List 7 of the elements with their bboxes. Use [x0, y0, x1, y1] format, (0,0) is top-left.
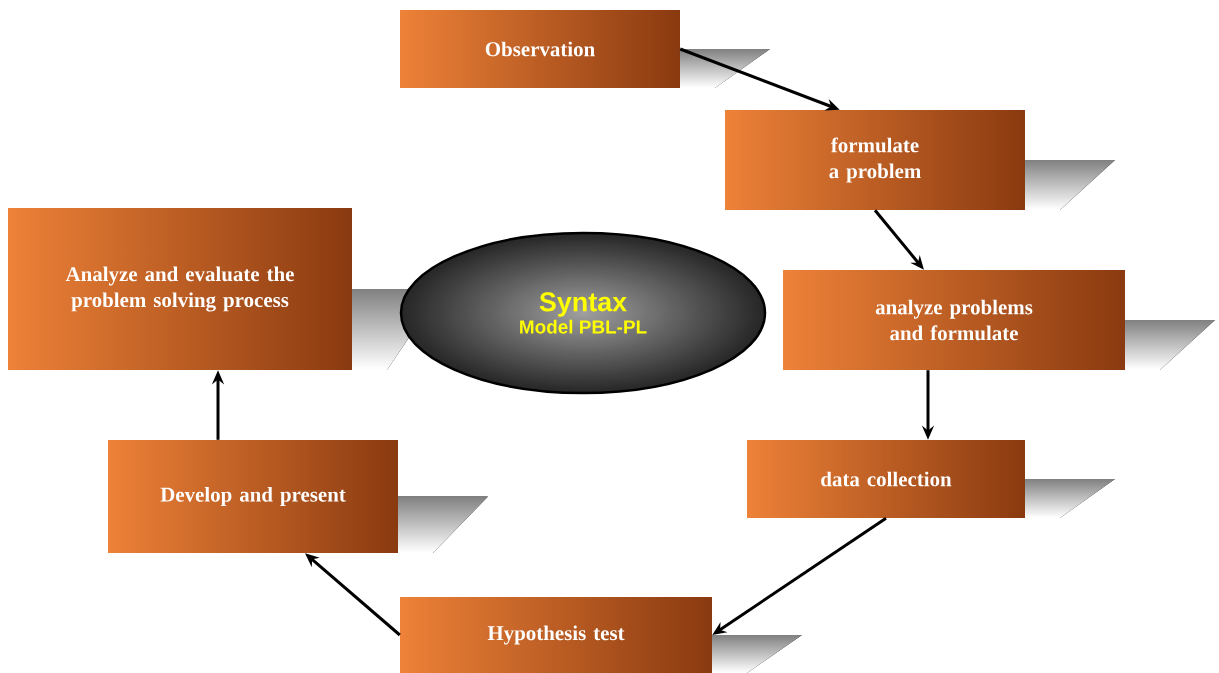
process-box: formulate a problem	[725, 110, 1115, 210]
process-box: data collection	[747, 440, 1115, 518]
process-box: analyze problems and formulate	[783, 270, 1215, 370]
process-box: Observation	[400, 10, 770, 88]
process-box: Hypothesis test	[400, 597, 802, 673]
process-box: Analyze and evaluate the problem solving process	[8, 208, 442, 370]
process-box: Develop and present	[108, 440, 488, 553]
